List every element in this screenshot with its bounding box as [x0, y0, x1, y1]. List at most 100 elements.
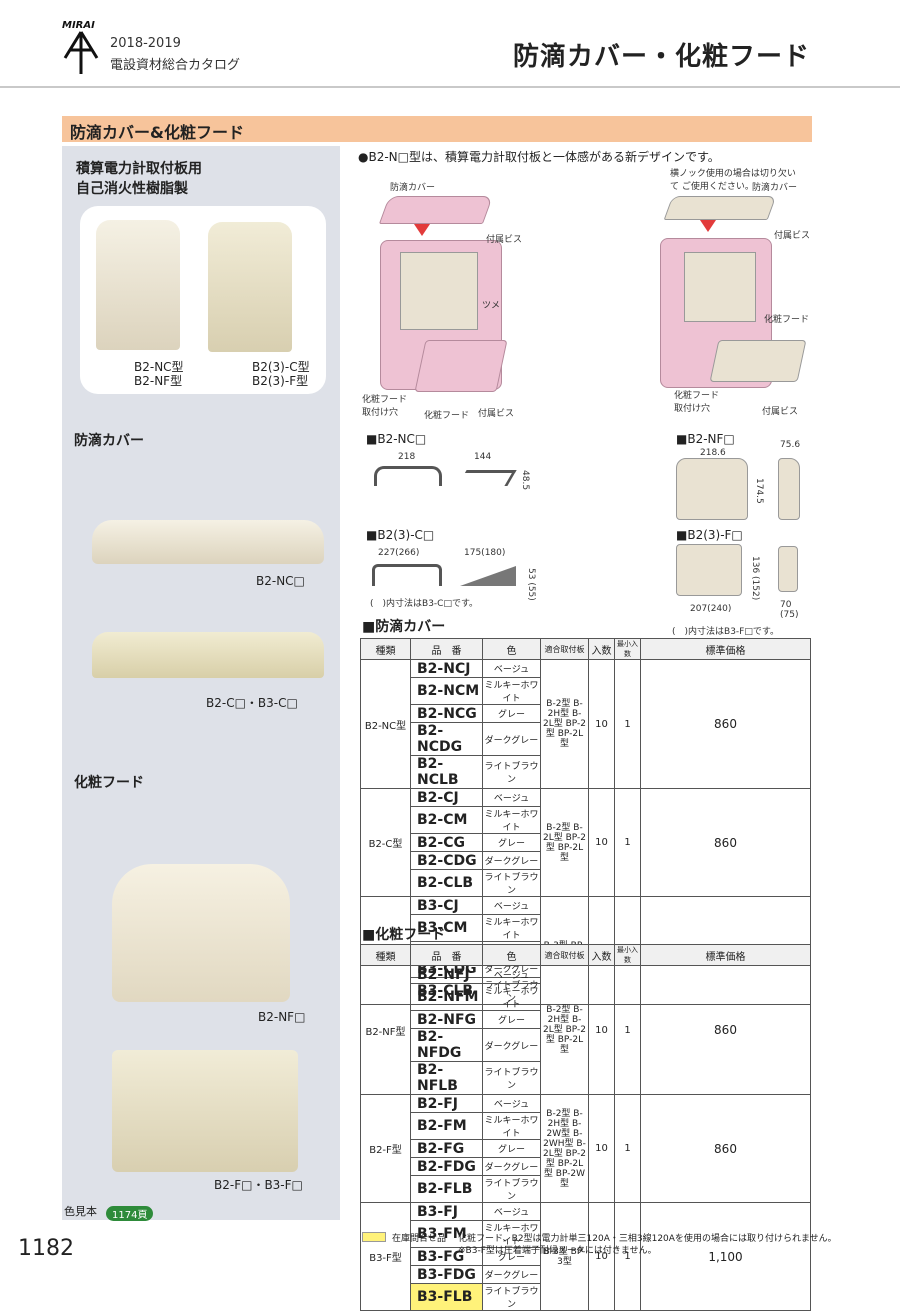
- row-type: B2-NF型: [360, 965, 411, 1095]
- d1-cover-shape: [378, 196, 494, 224]
- dim-nc-height: 48.5: [520, 470, 530, 491]
- dim-nf-front-shape: [676, 458, 748, 520]
- color-name: ライトブラウン: [482, 869, 541, 897]
- footer-note-2: ※B3-F型は圧着端子耐候メータには付きません。: [458, 1246, 657, 1256]
- color-name: ダークグレー: [482, 1028, 541, 1062]
- part-number: B2-CM: [410, 806, 483, 834]
- row-qty: 10: [588, 788, 615, 897]
- part-number: B2-FM: [410, 1112, 483, 1140]
- color-page-link[interactable]: 1174頁: [106, 1203, 154, 1222]
- row-min: 1: [614, 659, 641, 789]
- color-name: ミルキーホワイト: [482, 806, 541, 834]
- photo-caption-f: B2(3)-F型: [252, 374, 309, 388]
- color-name: グレー: [482, 704, 541, 723]
- th-type: 種類: [360, 638, 411, 660]
- d2-cover-shape: [663, 196, 777, 220]
- part-number: B2-FDG: [410, 1157, 483, 1176]
- color-page-ref[interactable]: 1174頁: [106, 1206, 154, 1221]
- part-number: B3-FLB: [410, 1283, 483, 1311]
- th-qty: 入数: [588, 638, 615, 660]
- part-number: B2-CDG: [410, 851, 483, 870]
- th-min: 最小入数: [614, 638, 641, 660]
- dim-f-width: 207(240): [690, 604, 732, 614]
- color-name: ライトブラウン: [482, 755, 541, 789]
- row-min: 1: [614, 788, 641, 897]
- dim-nc-front-shape: [374, 466, 442, 486]
- catalog-name: 電設資材総合カタログ: [110, 58, 241, 73]
- row-min: 1: [614, 1202, 641, 1311]
- dim-nf-depth: 75.6: [780, 440, 801, 450]
- cover-caption-c: B2-C□・B3-C□: [206, 696, 298, 710]
- row-price: 860: [640, 965, 811, 1095]
- dim-c-depth: 175(180): [464, 548, 506, 558]
- color-sample-label: 色見本: [64, 1205, 97, 1218]
- page-title: 防滴カバー・化粧フード: [512, 42, 810, 72]
- row-price: 1,100: [640, 1202, 811, 1311]
- color-name: ライトブラウン: [482, 1283, 541, 1311]
- color-name: ミルキーホワイト: [482, 1220, 541, 1248]
- d2-hood-label: 化粧フード: [764, 315, 810, 325]
- nc-cover-image: [92, 520, 324, 564]
- d1-hood-label: 化粧フード: [424, 411, 470, 421]
- th-part: 品 番: [410, 638, 483, 660]
- dim-f-depth: 70 (75): [780, 600, 799, 620]
- bullet-note: ●B2-N□型は、積算電力計取付板と一体感がある新デザインです。: [358, 150, 720, 164]
- d2-screw2-label: 付属ビス: [762, 407, 799, 417]
- color-name: グレー: [482, 1139, 541, 1158]
- d1-hole-label: 化粧フード 取付け穴: [362, 395, 408, 418]
- part-number: B3-CJ: [410, 896, 483, 915]
- d2-hood-shape: [709, 340, 807, 382]
- part-number: B2-FJ: [410, 1094, 483, 1113]
- th-price: 標準価格: [640, 638, 811, 660]
- table2-title: ■化粧フード: [362, 927, 446, 943]
- part-number: B2-CG: [410, 833, 483, 852]
- dim-c-label: ■B2(3)-C□: [366, 528, 435, 542]
- part-number: B2-NCLB: [410, 755, 483, 789]
- stock-label: 在庫問合せ品: [392, 1234, 447, 1244]
- dim-f-height: 136 (152): [750, 556, 760, 601]
- color-name: ミルキーホワイト: [482, 1112, 541, 1140]
- row-price: 860: [640, 659, 811, 789]
- color-name: ライトブラウン: [482, 1175, 541, 1203]
- hood-caption-nf: B2-NF□: [258, 1010, 306, 1024]
- row-boards: B-2型 B-2L型 BP-2型 BP-2L型: [540, 788, 589, 897]
- color-name: ダークグレー: [482, 1265, 541, 1284]
- catalog-year: 2018-2019: [110, 36, 181, 51]
- photo-caption-c: B2(3)-C型: [252, 360, 310, 374]
- d2-arrow-icon: [700, 220, 716, 232]
- color-name: ベージュ: [482, 788, 541, 807]
- dim-c-height: 53 (55): [526, 568, 536, 601]
- row-qty: 10: [588, 1094, 615, 1203]
- color-name: ベージュ: [482, 659, 541, 678]
- color-name: ミルキーホワイト: [482, 677, 541, 705]
- part-number: B3-FDG: [410, 1265, 483, 1284]
- th-type: 種類: [360, 944, 411, 966]
- dim-c-width: 227(266): [378, 548, 420, 558]
- row-type: B3-F型: [360, 1202, 411, 1311]
- d1-screw-label: 付属ビス: [486, 235, 523, 245]
- color-name: ミルキーホワイト: [482, 983, 541, 1011]
- d1-meter-shape: [400, 252, 478, 330]
- th-qty: 入数: [588, 944, 615, 966]
- d2-cover-label: 防滴カバー: [752, 183, 798, 193]
- color-name: ベージュ: [482, 896, 541, 915]
- color-name: グレー: [482, 1010, 541, 1029]
- part-number: B3-CM: [410, 914, 483, 942]
- th-board: 適合取付板: [540, 944, 589, 966]
- footer-note-1: 化粧フード、B2型は電力計単三120A・三相3線120Aを使用の場合には取り付け…: [458, 1234, 837, 1244]
- row-min: 1: [614, 965, 641, 1095]
- dim-c-note: ( )内寸法はB3-C□です。: [370, 599, 479, 609]
- f-hood-image: [112, 1050, 298, 1172]
